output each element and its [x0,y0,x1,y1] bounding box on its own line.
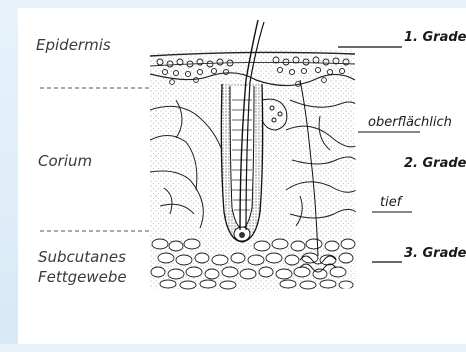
grade-label-3: 3. Grade [404,246,466,261]
hair-follicle [221,84,262,242]
layer-label-subcutis-line2: Fettgewebe [38,268,127,287]
layer-label-corium: Corium [38,152,92,171]
layer-label-epidermis: Epidermis [36,36,111,55]
grade-label-2: 2. Grade [404,156,466,171]
grade-label-1: 1. Grade [404,30,466,45]
depth-label-deep: tief [380,195,401,210]
layer-label-subcutis-line1: Subcutanes [38,248,126,267]
depth-label-superficial: oberflächlich [368,115,452,130]
